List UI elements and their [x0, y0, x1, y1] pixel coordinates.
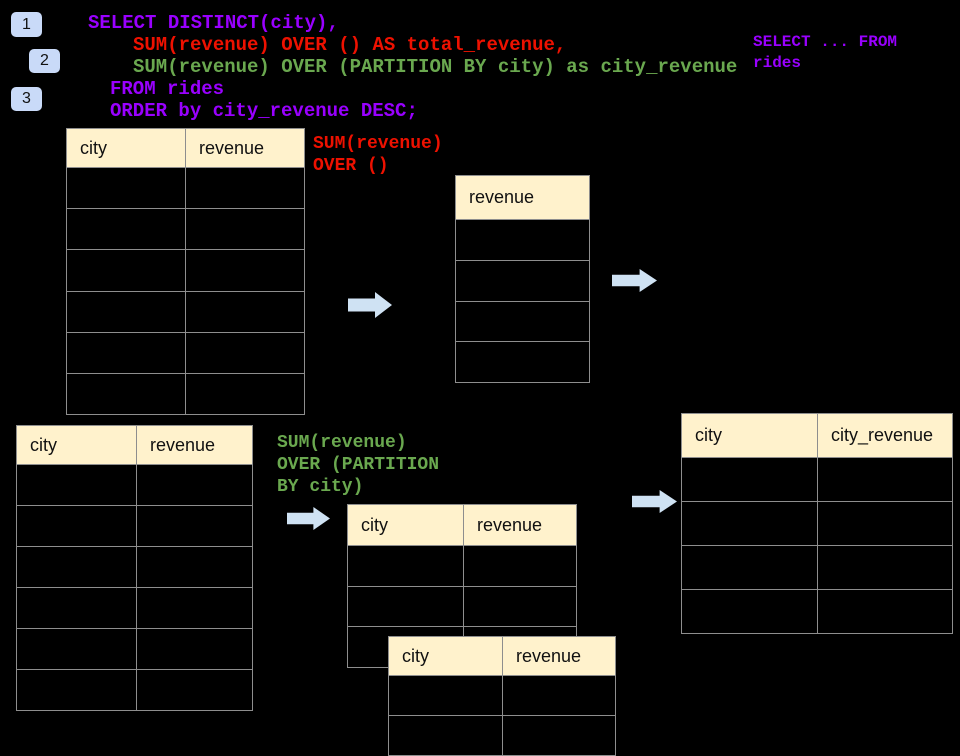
- table-cell-empty: [682, 502, 818, 546]
- side-sql-line-2: rides: [753, 54, 802, 72]
- annotation-partition-line-1: SUM(revenue): [277, 433, 407, 453]
- table-cell-empty: [818, 458, 953, 502]
- table-city-revenue-result: city city_revenue: [681, 413, 953, 634]
- table-header-cell: city_revenue: [818, 414, 953, 458]
- table-cell-empty: [818, 590, 953, 634]
- sql-line-select: SELECT DISTINCT(city),: [88, 12, 339, 34]
- table-cell-empty: [682, 458, 818, 502]
- table-header-cell: city: [67, 129, 186, 168]
- table-cell-empty: [186, 332, 305, 374]
- table-total-revenue-result: revenue: [455, 175, 590, 383]
- table-header-cell: revenue: [503, 637, 616, 676]
- table-cell-empty: [348, 586, 464, 628]
- sql-line-order: ORDER by city_revenue DESC;: [110, 100, 418, 122]
- slide-canvas: { "badges": ["1", "2", "3"], "sql": { "l…: [11, 12, 953, 756]
- table-cell-empty: [186, 250, 305, 292]
- annotation-total-line-2: OVER (): [313, 156, 389, 176]
- table-cell-empty: [67, 373, 186, 415]
- table-cell-empty: [137, 588, 253, 629]
- table-cell-empty: [818, 502, 953, 546]
- table-header-cell: city: [17, 426, 137, 465]
- table-cell-empty: [137, 506, 253, 547]
- table-cell-empty: [456, 260, 590, 302]
- table-header-cell: revenue: [186, 129, 305, 168]
- table-header-cell: revenue: [464, 505, 577, 546]
- step-badge-3: 3: [11, 87, 42, 111]
- table-cell-empty: [464, 586, 577, 628]
- table-cell-empty: [137, 670, 253, 711]
- annotation-partition-line-3: BY city): [277, 477, 364, 497]
- table-cell-empty: [67, 209, 186, 251]
- table-cell-empty: [389, 676, 503, 716]
- table-cell-empty: [17, 588, 137, 629]
- table-cell-empty: [818, 546, 953, 590]
- table-cell-empty: [682, 590, 818, 634]
- table-cell-empty: [456, 220, 590, 261]
- table-partition-overlay: city revenue: [388, 636, 616, 756]
- table-cell-empty: [456, 301, 590, 343]
- table-cell-empty: [186, 209, 305, 251]
- step-badge-2: 2: [29, 49, 60, 73]
- table-cell-empty: [67, 168, 186, 210]
- side-sql-line-1: SELECT ... FROM: [753, 33, 898, 51]
- table-cell-empty: [348, 546, 464, 587]
- table-cell-empty: [137, 465, 253, 506]
- table-cell-empty: [186, 373, 305, 415]
- arrow-right-icon: [348, 292, 392, 318]
- annotation-partition-line-2: OVER (PARTITION: [277, 455, 440, 475]
- table-header-cell: revenue: [137, 426, 253, 465]
- table-cell-empty: [503, 716, 616, 756]
- table-cell-empty: [464, 546, 577, 587]
- table-cell-empty: [137, 547, 253, 588]
- table-partition-mid: city revenue: [347, 504, 577, 668]
- annotation-total-line-1: SUM(revenue): [313, 134, 443, 154]
- table-cell-empty: [137, 629, 253, 670]
- step-badge-1: 1: [11, 12, 42, 37]
- arrow-right-icon: [287, 507, 330, 530]
- sql-line-partition: SUM(revenue) OVER (PARTITION BY city) as…: [133, 56, 738, 78]
- table-header-cell: city: [389, 637, 503, 676]
- table-header-cell: city: [682, 414, 818, 458]
- table-cell-empty: [67, 332, 186, 374]
- table-source-top: city revenue: [66, 128, 305, 415]
- sql-line-total: SUM(revenue) OVER () AS total_revenue,: [133, 34, 567, 56]
- table-cell-empty: [682, 546, 818, 590]
- table-cell-empty: [456, 342, 590, 383]
- table-cell-empty: [389, 716, 503, 756]
- table-cell-empty: [17, 629, 137, 670]
- table-cell-empty: [17, 465, 137, 506]
- table-header-cell: revenue: [456, 176, 590, 220]
- table-cell-empty: [67, 291, 186, 333]
- table-cell-empty: [503, 676, 616, 716]
- arrow-right-icon: [612, 269, 657, 292]
- sql-line-from: FROM rides: [110, 78, 225, 100]
- table-cell-empty: [186, 291, 305, 333]
- table-cell-empty: [17, 670, 137, 711]
- table-cell-empty: [17, 547, 137, 588]
- table-cell-empty: [67, 250, 186, 292]
- table-cell-empty: [17, 506, 137, 547]
- table-cell-empty: [186, 168, 305, 210]
- table-source-bottom: city revenue: [16, 425, 253, 711]
- arrow-right-icon: [632, 490, 677, 513]
- table-header-cell: city: [348, 505, 464, 546]
